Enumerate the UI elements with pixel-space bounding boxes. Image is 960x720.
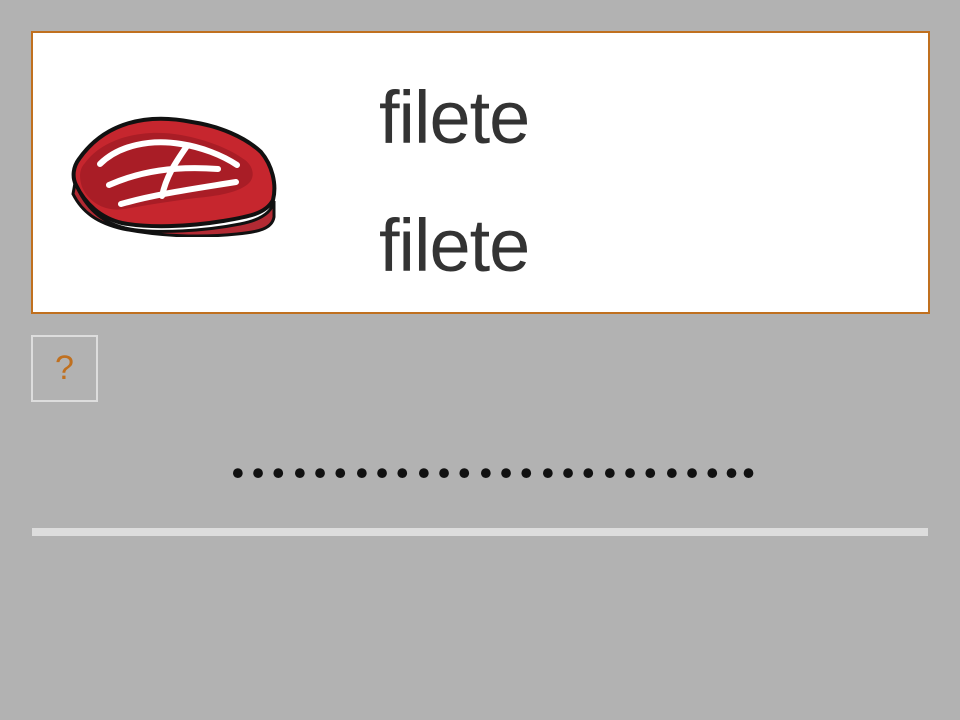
meat-steak-icon: [71, 116, 277, 237]
target-word-repeat: filete: [379, 204, 530, 287]
divider-line: [32, 528, 928, 536]
word-card: filete filete: [31, 31, 930, 314]
help-button[interactable]: ?: [31, 335, 98, 402]
target-word: filete: [379, 76, 530, 159]
answer-placeholder[interactable]: ……………………..: [228, 424, 758, 490]
